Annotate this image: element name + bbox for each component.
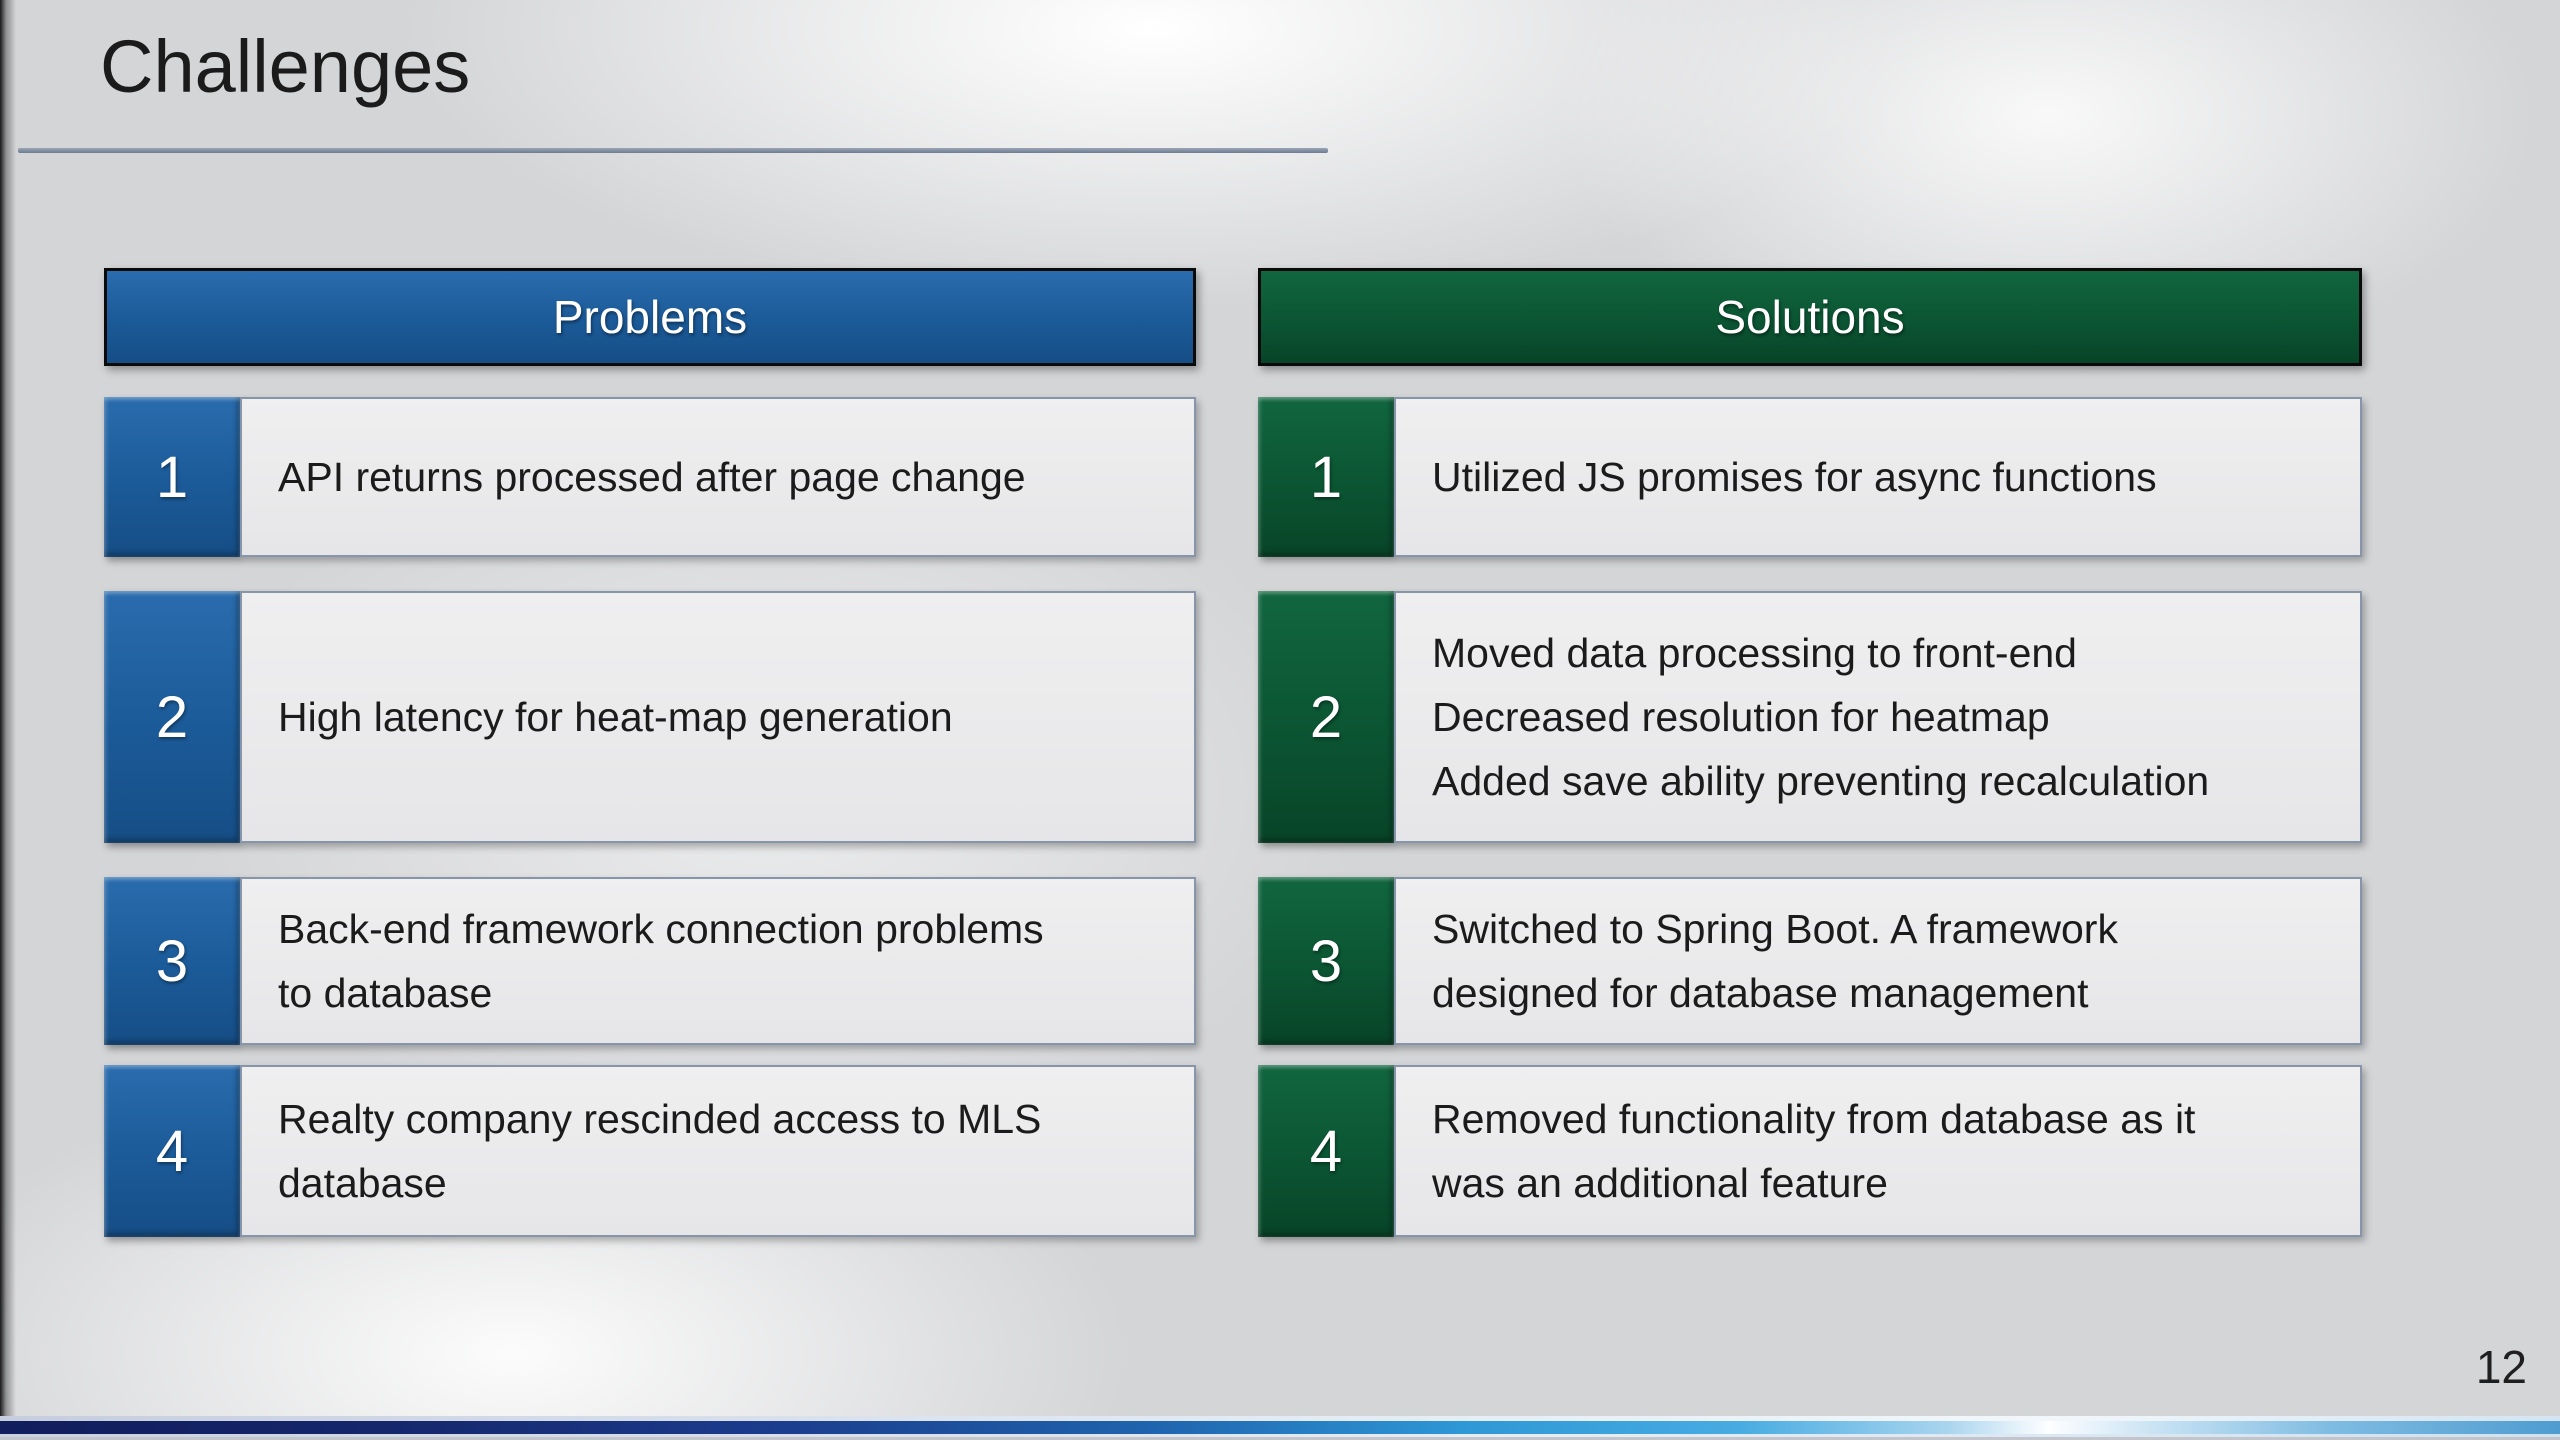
row-text-line: Back-end framework connection problems — [278, 906, 1044, 952]
footer-accent-line-bottom — [0, 1434, 2560, 1437]
row-number: 1 — [104, 397, 240, 557]
slide-title: Challenges — [100, 25, 471, 108]
row-text-line: API returns processed after page change — [278, 454, 1026, 500]
row-number: 3 — [104, 877, 240, 1045]
row-text-box: Back-end framework connection problems to… — [240, 877, 1196, 1045]
row-text-box: Realty company rescinded access to MLS da… — [240, 1065, 1196, 1237]
row-text-line: Removed functionality from database as i… — [1432, 1096, 2196, 1142]
row-text-line: was an additional feature — [1432, 1160, 1888, 1206]
footer-accent-bar — [0, 1421, 2560, 1434]
row-text-line: High latency for heat-map generation — [278, 694, 953, 740]
solutions-column: Solutions 1 Utilized JS promises for asy… — [1258, 268, 2362, 1237]
row-number: 2 — [1258, 591, 1394, 843]
problems-column: Problems 1 API returns processed after p… — [104, 268, 1196, 1237]
table-row: 3 Switched to Spring Boot. A framework de… — [1258, 877, 2362, 1045]
table-row: 3 Back-end framework connection problems… — [104, 877, 1196, 1045]
problems-header: Problems — [104, 268, 1196, 366]
table-row: 1 Utilized JS promises for async functio… — [1258, 397, 2362, 557]
title-underline — [18, 148, 1328, 153]
row-text-line: designed for database management — [1432, 970, 2089, 1016]
row-text-line: database — [278, 1160, 447, 1206]
row-text-line: Realty company rescinded access to MLS — [278, 1096, 1042, 1142]
row-text-box: Switched to Spring Boot. A framework desi… — [1394, 877, 2362, 1045]
row-text-line: Added save ability preventing recalculat… — [1432, 758, 2210, 804]
row-text-box: API returns processed after page change — [240, 397, 1196, 557]
row-number: 2 — [104, 591, 240, 843]
footer-edge — [0, 1437, 2560, 1440]
row-text-box: Removed functionality from database as i… — [1394, 1065, 2362, 1237]
page-number: 12 — [2475, 1341, 2527, 1393]
footer-accent-line-top — [0, 1416, 2560, 1421]
row-text-line: Decreased resolution for heatmap — [1432, 694, 2050, 740]
row-text-line: Moved data processing to front-end — [1432, 630, 2077, 676]
row-number: 4 — [104, 1065, 240, 1237]
row-text-box: Utilized JS promises for async functions — [1394, 397, 2362, 557]
row-text-line: Utilized JS promises for async functions — [1432, 454, 2157, 500]
table-row: 2 High latency for heat-map generation — [104, 591, 1196, 843]
row-number: 4 — [1258, 1065, 1394, 1237]
row-number: 1 — [1258, 397, 1394, 557]
row-number: 3 — [1258, 877, 1394, 1045]
row-text-line: to database — [278, 970, 493, 1016]
problems-rows: 1 API returns processed after page chang… — [104, 397, 1196, 1237]
table-row: 4 Removed functionality from database as… — [1258, 1065, 2362, 1237]
solutions-rows: 1 Utilized JS promises for async functio… — [1258, 397, 2362, 1237]
row-text-line: Switched to Spring Boot. A framework — [1432, 906, 2118, 952]
table-row: 4 Realty company rescinded access to MLS… — [104, 1065, 1196, 1237]
solutions-header: Solutions — [1258, 268, 2362, 366]
table-row: 1 API returns processed after page chang… — [104, 397, 1196, 557]
row-text-box: High latency for heat-map generation — [240, 591, 1196, 843]
